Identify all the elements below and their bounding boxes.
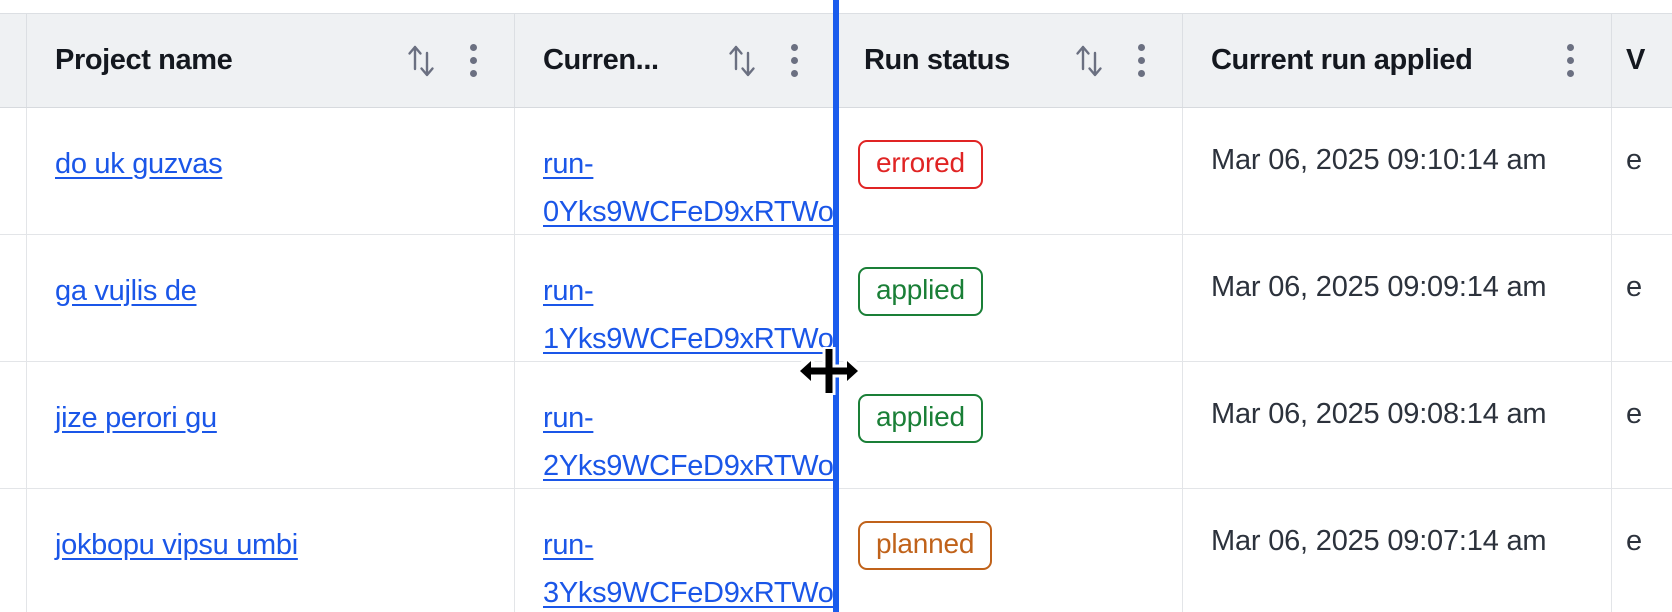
column-header-current-run-applied[interactable]: Current run applied	[1183, 14, 1612, 107]
cell-run-status: applied	[836, 362, 1183, 488]
project-name-link[interactable]: jokbopu vipsu umbi	[55, 529, 298, 561]
next-partial-text: e	[1626, 525, 1642, 557]
row-select-cell[interactable]	[0, 108, 27, 234]
current-run-link[interactable]: run-3Yks9WCFeD9xRTWo	[543, 529, 834, 609]
cell-current-run: run-1Yks9WCFeD9xRTWo	[515, 235, 836, 361]
column-header-project-name[interactable]: Project name	[27, 14, 515, 107]
status-badge: errored	[858, 140, 983, 189]
cell-current-run: run-3Yks9WCFeD9xRTWo	[515, 489, 836, 612]
cell-next-partial: e	[1612, 489, 1672, 612]
status-badge: applied	[858, 394, 983, 443]
cell-run-status: errored	[836, 108, 1183, 234]
current-run-link-wrap: run-3Yks9WCFeD9xRTWo	[515, 521, 834, 612]
cell-next-partial: e	[1612, 108, 1672, 234]
column-header-label-project-name: Project name	[55, 44, 233, 76]
current-run-link-wrap: run-2Yks9WCFeD9xRTWo	[515, 394, 834, 490]
cell-project-name: ga vujlis de	[27, 235, 515, 361]
column-header-current-run[interactable]: Curren...	[515, 14, 836, 107]
sort-icon[interactable]	[404, 39, 438, 83]
cell-project-name: do uk guzvas	[27, 108, 515, 234]
cell-next-partial: e	[1612, 362, 1672, 488]
row-select-cell[interactable]	[0, 235, 27, 361]
cell-current-run-applied: Mar 06, 2025 09:09:14 am	[1183, 235, 1612, 361]
current-run-applied-text: Mar 06, 2025 09:09:14 am	[1211, 271, 1547, 303]
status-badge: planned	[858, 521, 993, 570]
sort-icon[interactable]	[1072, 39, 1106, 83]
project-name-link[interactable]: jize perori gu	[55, 402, 217, 434]
next-partial-text: e	[1626, 271, 1642, 303]
cell-current-run-applied: Mar 06, 2025 09:10:14 am	[1183, 108, 1612, 234]
cell-project-name: jize perori gu	[27, 362, 515, 488]
current-run-link[interactable]: run-0Yks9WCFeD9xRTWo	[543, 148, 834, 228]
column-header-label-current-run-applied: Current run applied	[1211, 44, 1473, 76]
cell-run-status: applied	[836, 235, 1183, 361]
current-run-applied-text: Mar 06, 2025 09:10:14 am	[1211, 144, 1547, 176]
project-name-link-wrap: jize perori gu	[27, 394, 514, 442]
current-run-link-wrap: run-1Yks9WCFeD9xRTWo	[515, 267, 834, 363]
current-run-link[interactable]: run-2Yks9WCFeD9xRTWo	[543, 402, 834, 482]
kebab-menu-icon[interactable]	[1124, 39, 1158, 83]
row-select-cell[interactable]	[0, 489, 27, 612]
project-name-link[interactable]: ga vujlis de	[55, 275, 197, 307]
project-name-link-wrap: do uk guzvas	[27, 140, 514, 188]
status-badge: applied	[858, 267, 983, 316]
cell-project-name: jokbopu vipsu umbi	[27, 489, 515, 612]
kebab-menu-icon[interactable]	[1553, 39, 1587, 83]
kebab-menu-icon[interactable]	[777, 39, 811, 83]
next-partial-text: e	[1626, 144, 1642, 176]
current-run-link[interactable]: run-1Yks9WCFeD9xRTWo	[543, 275, 834, 355]
column-header-label-current-run: Curren...	[543, 44, 659, 76]
current-run-applied-text: Mar 06, 2025 09:08:14 am	[1211, 398, 1547, 430]
cell-current-run: run-0Yks9WCFeD9xRTWo	[515, 108, 836, 234]
column-header-label-run-status: Run status	[864, 44, 1010, 76]
sort-icon[interactable]	[725, 39, 759, 83]
column-resize-indicator[interactable]	[833, 0, 839, 612]
cell-current-run: run-2Yks9WCFeD9xRTWo	[515, 362, 836, 488]
next-partial-text: e	[1626, 398, 1642, 430]
project-name-link[interactable]: do uk guzvas	[55, 148, 223, 180]
cell-run-status: planned	[836, 489, 1183, 612]
project-name-link-wrap: jokbopu vipsu umbi	[27, 521, 514, 569]
current-run-link-wrap: run-0Yks9WCFeD9xRTWo	[515, 140, 834, 236]
column-header-select[interactable]	[0, 14, 27, 107]
cell-next-partial: e	[1612, 235, 1672, 361]
kebab-menu-icon[interactable]	[456, 39, 490, 83]
cell-current-run-applied: Mar 06, 2025 09:08:14 am	[1183, 362, 1612, 488]
column-header-next-partial[interactable]: V	[1612, 14, 1672, 107]
column-header-label-next-partial: V	[1626, 44, 1645, 76]
column-header-run-status[interactable]: Run status	[836, 14, 1183, 107]
row-select-cell[interactable]	[0, 362, 27, 488]
project-name-link-wrap: ga vujlis de	[27, 267, 514, 315]
cell-current-run-applied: Mar 06, 2025 09:07:14 am	[1183, 489, 1612, 612]
current-run-applied-text: Mar 06, 2025 09:07:14 am	[1211, 525, 1547, 557]
